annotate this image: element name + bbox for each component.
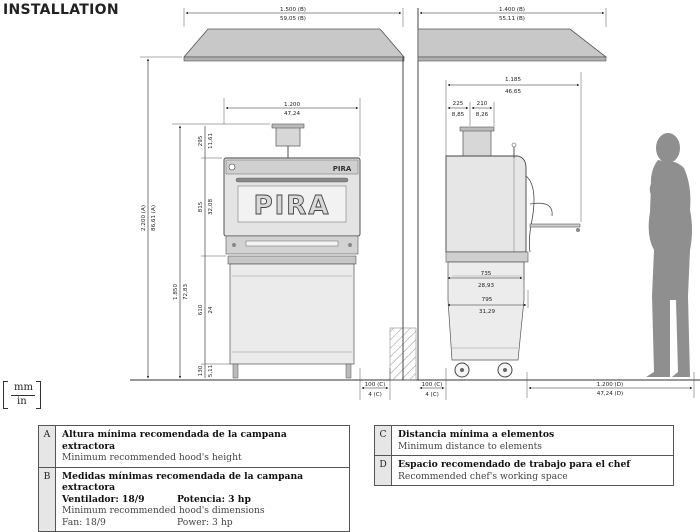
legend-left: A Altura mínima recomendada de la campan… — [38, 425, 350, 532]
dim-chimney-offset-in: 8,85 — [452, 112, 465, 118]
dim-oven-width-in: 47,24 — [284, 111, 300, 117]
legend-d-title: Espacio recomendado de trabajo para el c… — [398, 459, 631, 470]
legend-b-fan-en: Fan: 18/9 — [62, 516, 106, 528]
legend-b-title: Medidas mínimas recomendada de la campan… — [62, 470, 304, 494]
front-oven — [223, 123, 361, 379]
dim-wall-gap-side-in: 4 (C) — [425, 392, 439, 398]
chef-silhouette — [646, 133, 692, 377]
dim-stand-height-in: 24 — [208, 306, 214, 314]
legend-b-subtitle: Minimum recommended hood's dimensions — [62, 505, 265, 516]
dim-work-space-in: 47,24 (D) — [597, 391, 623, 397]
dim-chimney-width-in: 8,26 — [476, 112, 489, 118]
dim-total-height-mm: 1.850 — [173, 284, 179, 300]
dim-side-depth-mm: 1.185 — [505, 77, 521, 83]
dim-hood-height-mm: 2.200 (A) — [141, 205, 147, 231]
legend-key-c: C — [374, 425, 392, 456]
legend-row-a: A Altura mínima recomendada de la campan… — [38, 425, 350, 468]
front-hood — [183, 28, 405, 62]
dim-hood-front-width-in: 59,05 (B) — [280, 16, 306, 22]
dim-hood-front-width-mm: 1.500 (B) — [280, 7, 306, 13]
legend-row-b: B Medidas mínimas recomendada de la camp… — [38, 466, 350, 532]
dim-chimney-height-mm: 295 — [198, 135, 204, 146]
legend-right: C Distancia mínima a elementos Minimum d… — [374, 425, 674, 486]
legend-c-subtitle: Minimum distance to elements — [398, 440, 543, 452]
brand-logo: PIRA — [254, 191, 331, 221]
legend-b-fan-es: Ventilador: 18/9 — [62, 493, 145, 505]
dim-side-depth-in: 46,65 — [505, 89, 521, 95]
dim-chimney-offset-mm: 225 — [453, 101, 464, 107]
side-hood — [417, 28, 608, 62]
dim-chimney-height-in: 11,61 — [208, 133, 214, 149]
legend-key-a: A — [38, 425, 56, 468]
installation-drawing: 1.500 (B) 59,05 (B) PIRA PIRA 1.200 47,2… — [130, 7, 700, 400]
dim-hood-height-in: 86,61 (A) — [151, 205, 157, 231]
legend-b-power-es: Potencia: 3 hp — [177, 493, 251, 505]
dim-foot-height-in: 5,11 — [208, 364, 214, 377]
page-title: INSTALLATION — [3, 2, 119, 18]
dim-work-space-mm: 1.200 (D) — [597, 382, 623, 388]
dim-foot-height-mm: 130 — [198, 365, 204, 376]
unit-mm: mm — [14, 382, 33, 393]
dim-wall-gap-front-mm: 100 (C) — [365, 382, 386, 388]
legend-d-subtitle: Recommended chef's working space — [398, 470, 568, 482]
legend-key-d: D — [374, 455, 392, 486]
legend-row-d: D Espacio recomendado de trabajo para el… — [374, 455, 674, 486]
dim-body-height-in: 32,08 — [208, 199, 214, 215]
dim-wall-gap-side-mm: 100 (C) — [422, 382, 443, 388]
dim-stand-height-mm: 610 — [198, 304, 204, 315]
legend-c-title: Distancia mínima a elementos — [398, 429, 555, 440]
side-oven — [445, 126, 581, 378]
unit-in: in — [17, 396, 27, 407]
dim-cart-depth-mm: 795 — [482, 297, 493, 303]
dim-base-depth-mm: 735 — [481, 271, 492, 277]
legend-row-c: C Distancia mínima a elementos Minimum d… — [374, 425, 674, 456]
units-key: mm in — [3, 381, 43, 411]
dim-hood-side-depth-in: 55,11 (B) — [499, 16, 525, 22]
dim-cart-depth-in: 31,29 — [479, 309, 495, 315]
legend-a-title: Altura mínima recomendada de la campana … — [62, 429, 287, 452]
dim-base-depth-in: 28,93 — [478, 283, 494, 289]
dim-chimney-width-mm: 210 — [477, 101, 488, 107]
legend-b-power-en: Power: 3 hp — [177, 516, 233, 528]
dim-total-height-in: 72,83 — [183, 284, 189, 300]
dim-oven-width-mm: 1.200 — [284, 102, 300, 108]
legend-key-b: B — [38, 466, 56, 532]
dim-body-height-mm: 815 — [198, 201, 204, 212]
brand-badge: PIRA — [333, 165, 352, 173]
dim-hood-side-depth-mm: 1.400 (B) — [499, 7, 525, 13]
dim-wall-gap-front-in: 4 (C) — [368, 392, 382, 398]
legend-a-subtitle: Minimum recommended hood's height — [62, 452, 242, 463]
